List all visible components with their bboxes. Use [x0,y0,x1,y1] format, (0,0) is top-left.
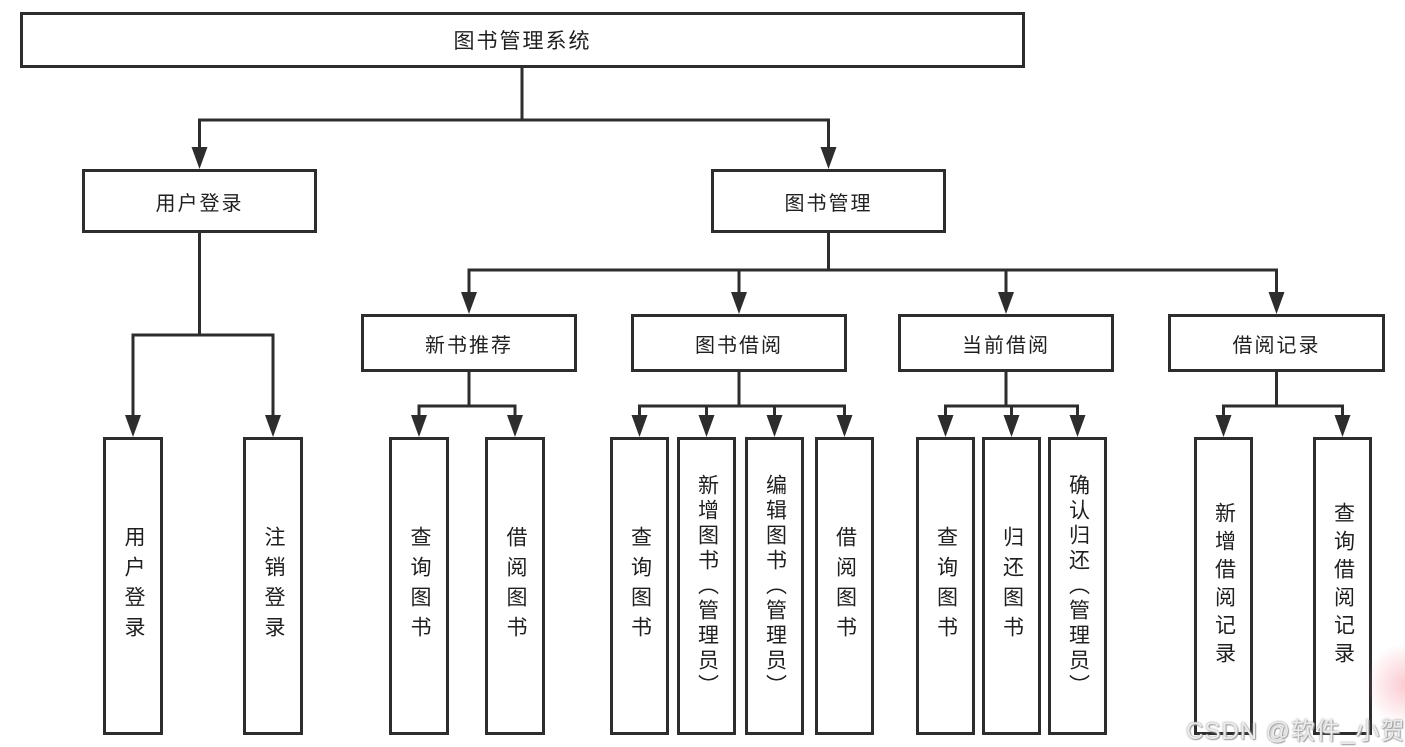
leaf-borrow-books: 借阅图书 [815,437,874,735]
node-book-borrow: 图书借阅 [631,314,847,372]
node-user-login: 用户登录 [82,169,317,233]
connector-current-borrow-children [944,370,1079,419]
leaf-query-books: 查询图书 [389,437,449,735]
node-book-mgmt: 图书管理 [711,169,946,233]
node-new-book-rec: 新书推荐 [361,314,577,372]
leaf-query-borrow-record: 查询借阅记录 [1313,437,1372,735]
arrowhead-down-icon [507,415,523,437]
watermark-text: CSDN @软件_小贺同学 [1186,718,1405,745]
leaf-confirm-return-admin: 确认归还（管理员） [1048,437,1107,735]
arrowhead-down-icon [191,147,208,169]
arrowhead-down-icon [998,292,1014,314]
leaf-logout: 注销登录 [243,437,303,735]
arrowhead-down-icon [1268,292,1285,314]
leaf-query-books: 查询图书 [610,437,669,735]
arrowhead-down-icon [731,292,747,314]
node-borrow-record: 借阅记录 [1168,314,1385,372]
arrowhead-down-icon [265,415,281,437]
connector-book-borrow-children [638,370,846,419]
leaf-user-login: 用户登录 [103,437,163,735]
arrowhead-down-icon [766,415,783,437]
arrowheads [125,147,1351,437]
leaf-return-books: 归还图书 [982,437,1041,735]
arrowhead-down-icon [937,415,954,437]
arrowhead-down-icon [1003,415,1020,437]
node-root: 图书管理系统 [20,12,1025,68]
connector-user-login-children [131,231,275,419]
connector-root-to-level2 [198,66,830,150]
arrowhead-down-icon [1215,415,1232,437]
arrowhead-down-icon [461,292,477,314]
arrowhead-down-icon [125,415,141,437]
connector-book-mgmt-children [467,231,1278,296]
leaf-edit-book-admin: 编辑图书（管理员） [745,437,804,735]
connector-lines [131,66,1344,419]
leaf-add-book-admin: 新增图书（管理员） [677,437,736,735]
connector-new-book-rec-children [417,370,517,419]
arrowhead-down-icon [631,415,648,437]
arrowhead-down-icon [411,415,427,437]
arrowhead-down-icon [1334,415,1351,437]
connector-borrow-record-children [1222,370,1344,419]
leaf-add-borrow-record: 新增借阅记录 [1194,437,1253,735]
node-current-borrow: 当前借阅 [898,314,1114,372]
arrowhead-down-icon [1069,415,1086,437]
leaf-borrow-books: 借阅图书 [485,437,545,735]
leaf-query-books: 查询图书 [916,437,975,735]
arrowhead-down-icon [698,415,715,437]
arrowhead-down-icon [820,147,837,169]
arrowhead-down-icon [836,415,853,437]
